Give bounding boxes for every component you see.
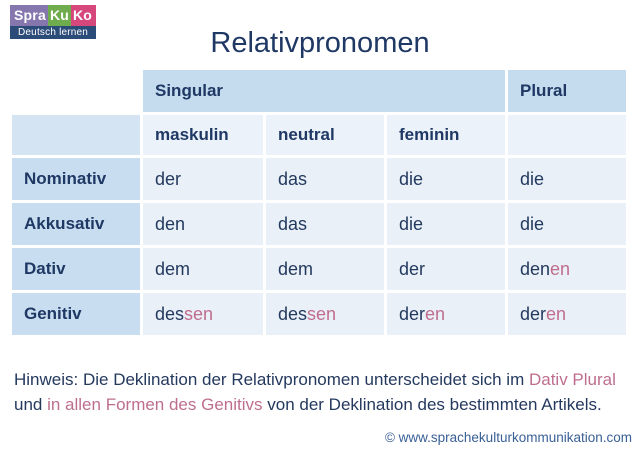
copyright-url: © www.sprachekulturkommunikation.com [384, 430, 632, 445]
pronoun-stem: dem [278, 258, 314, 279]
pronoun-stem: der [399, 258, 426, 279]
declension-table: Singular Plural maskulin neutral feminin… [9, 67, 629, 338]
pronoun-cell: die [508, 203, 626, 245]
pronoun-cell: denen [508, 248, 626, 290]
pronoun-cell: die [387, 203, 505, 245]
table-row-gender-headers: maskulin neutral feminin [12, 115, 626, 155]
col-header-feminin: feminin [387, 115, 505, 155]
table-row-genitiv: Genitiv dessen dessen deren deren [12, 293, 626, 335]
pronoun-stem: die [520, 213, 545, 234]
pronoun-stem: dem [155, 258, 191, 279]
table-row-nominativ: Nominativ der das die die [12, 158, 626, 200]
note-text: und [14, 395, 48, 414]
table-row-akkusativ: Akkusativ den das die die [12, 203, 626, 245]
pronoun-stem: die [520, 168, 545, 189]
note-text: Hinweis: Die Deklination der Relativpron… [14, 370, 529, 389]
logo-wordmark: Spra Ku Ko [10, 5, 97, 26]
pronoun-suffix: en [425, 303, 446, 324]
pronoun-cell: dessen [143, 293, 263, 335]
pronoun-stem: den [520, 258, 551, 279]
pronoun-cell: der [387, 248, 505, 290]
case-label: Dativ [12, 248, 140, 290]
pronoun-cell: das [266, 158, 384, 200]
pronoun-suffix: sen [307, 303, 337, 324]
table-row-group-headers: Singular Plural [12, 70, 626, 112]
pronoun-cell: die [387, 158, 505, 200]
pronoun-suffix: en [550, 258, 571, 279]
pronoun-cell: die [508, 158, 626, 200]
corner-cell [12, 115, 140, 155]
logo-segment-spra: Spra [10, 5, 48, 26]
pronoun-cell: deren [508, 293, 626, 335]
pronoun-cell: der [143, 158, 263, 200]
pronoun-stem: der [520, 303, 547, 324]
sprakuko-logo: Spra Ku Ko Deutsch lernen [10, 5, 97, 39]
col-header-maskulin: maskulin [143, 115, 263, 155]
group-header-singular: Singular [143, 70, 505, 112]
pronoun-stem: der [155, 168, 182, 189]
note-highlight-dativ-plural: Dativ Plural [528, 370, 616, 389]
pronoun-stem: das [278, 168, 308, 189]
pronoun-cell: den [143, 203, 263, 245]
blank-corner [12, 70, 140, 112]
pronoun-stem: die [399, 213, 424, 234]
pronoun-stem: die [399, 168, 424, 189]
pronoun-suffix: sen [184, 303, 214, 324]
pronoun-suffix: en [546, 303, 567, 324]
col-header-neutral: neutral [266, 115, 384, 155]
pronoun-cell: deren [387, 293, 505, 335]
col-header-plural-empty [508, 115, 626, 155]
hint-note: Hinweis: Die Deklination der Relativpron… [14, 367, 632, 417]
note-text: von der Deklination des bestimmten Artik… [262, 395, 602, 414]
page-title: Relativpronomen [210, 27, 430, 60]
case-label: Nominativ [12, 158, 140, 200]
table-row-dativ: Dativ dem dem der denen [12, 248, 626, 290]
pronoun-stem: den [155, 213, 186, 234]
pronoun-cell: dessen [266, 293, 384, 335]
pronoun-stem: der [399, 303, 426, 324]
pronoun-cell: dem [266, 248, 384, 290]
logo-subtitle: Deutsch lernen [10, 26, 97, 39]
group-header-plural: Plural [508, 70, 626, 112]
case-label: Genitiv [12, 293, 140, 335]
pronoun-stem: das [278, 213, 308, 234]
logo-segment-ku: Ku [47, 5, 71, 26]
note-highlight-genitiv: in allen Formen des Genitivs [47, 395, 263, 414]
pronoun-cell: das [266, 203, 384, 245]
pronoun-cell: dem [143, 248, 263, 290]
logo-segment-ko: Ko [71, 5, 97, 26]
case-label: Akkusativ [12, 203, 140, 245]
pronoun-stem: des [155, 303, 185, 324]
pronoun-stem: des [278, 303, 308, 324]
